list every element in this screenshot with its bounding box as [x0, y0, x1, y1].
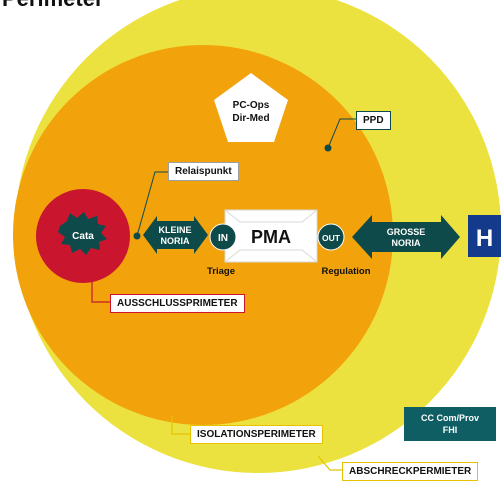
out-label: OUT [322, 233, 341, 243]
triage-label: Triage [207, 266, 235, 277]
hospital-icon: H [476, 225, 493, 252]
isolation-leader [171, 416, 190, 435]
regulation-label: Regulation [321, 266, 370, 277]
cc-com-prov-box: CC Com/Prov FHI [404, 407, 496, 441]
grosse-noria-arrow [352, 215, 460, 259]
kleine-noria-label: NORIA [161, 236, 191, 246]
pma-label: PMA [251, 227, 291, 247]
ppd-label: PPD [356, 111, 391, 130]
relaispunkt-label: Relaispunkt [168, 162, 239, 181]
kleine-noria-arrow [143, 216, 208, 254]
in-circle [209, 223, 237, 251]
page-title: Perimeter [2, 0, 104, 12]
cata-label: Cata [72, 231, 94, 242]
ppd-dot [324, 144, 332, 152]
pma-tent-fold-bottom [224, 249, 318, 263]
ausschluss-perimeter-label: AUSSCHLUSSPRIMETER [110, 294, 245, 313]
out-circle [317, 223, 345, 251]
cc-com-prov-label: CC Com/Prov [420, 413, 479, 423]
ppd-leader [327, 118, 356, 149]
abschreck-leader [317, 455, 342, 471]
in-label: IN [218, 233, 228, 244]
relais-leader [136, 171, 168, 237]
ausschluss-leader [91, 282, 110, 303]
dir-med-label: Dir-Med [232, 113, 269, 124]
kleine-label: KLEINE [158, 225, 191, 235]
relais-dot [133, 232, 141, 240]
hospital-box [468, 215, 501, 257]
isolation-perimeter-label: ISOLATIONSPERIMETER [190, 425, 323, 444]
grosse-noria-label: NORIA [392, 238, 422, 248]
abschreck-perimeter-label: ABSCHRECKPERMIETER [342, 462, 479, 481]
pma-tent-fold [224, 209, 318, 223]
pc-ops-pentagon [214, 73, 288, 142]
fhi-label: FHI [442, 425, 458, 435]
grosse-label: GROSSE [387, 227, 426, 237]
pc-ops-label: PC-Ops [233, 100, 270, 111]
cata-starburst [58, 212, 107, 255]
pma-tent [224, 209, 318, 263]
